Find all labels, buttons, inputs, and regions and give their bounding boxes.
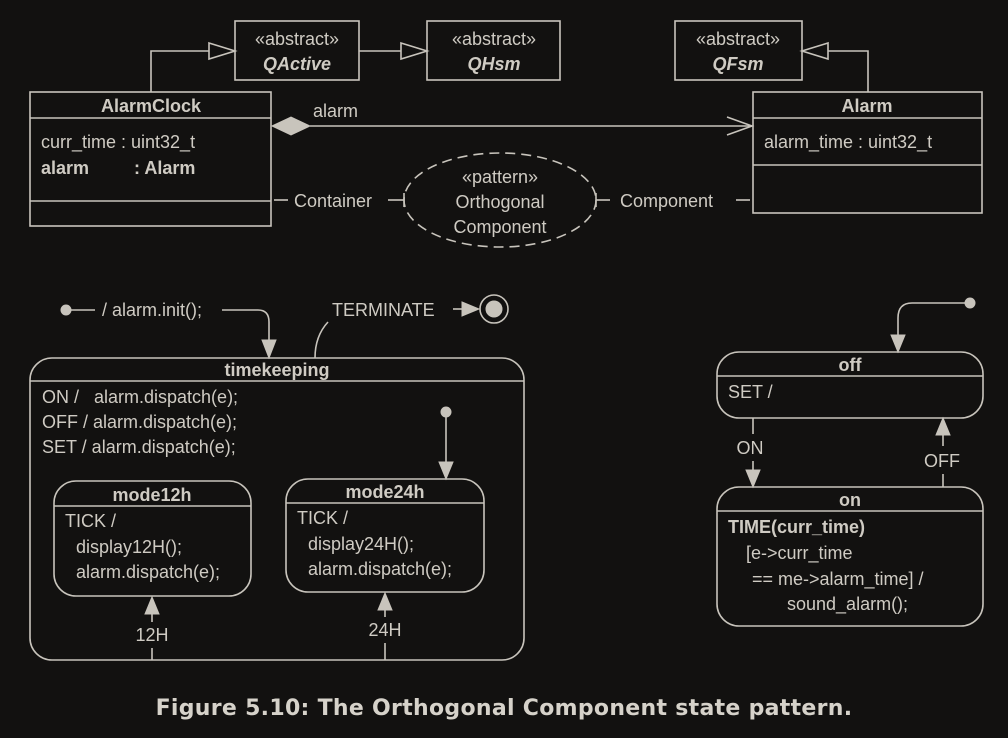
state-name: on xyxy=(839,490,861,510)
class-name: QFsm xyxy=(712,54,763,74)
stereotype-label: «abstract» xyxy=(255,29,339,49)
generalization-alarm-qfsm xyxy=(799,41,869,92)
pattern-name-line2: Component xyxy=(453,217,546,237)
internal-transition-off: OFF / alarm.dispatch(e); xyxy=(42,412,237,432)
internal-transition-on: ON / alarm.dispatch(e); xyxy=(42,387,238,407)
transition-12h: 12H xyxy=(135,595,169,660)
generalization-qactive-qhsm xyxy=(359,41,430,61)
arrowhead-icon xyxy=(144,595,160,615)
stereotype-label: «abstract» xyxy=(452,29,536,49)
initial-pseudostate-icon xyxy=(60,304,72,316)
state-activity-line: alarm.dispatch(e); xyxy=(76,562,220,582)
transition-on: ON xyxy=(737,418,764,489)
state-activity-line: TICK / xyxy=(65,511,116,531)
trigger-label-off: OFF xyxy=(924,451,960,471)
role-container-label: Container xyxy=(294,191,372,211)
state-box xyxy=(29,357,525,661)
class-box xyxy=(29,91,272,227)
association-label: alarm xyxy=(313,101,358,121)
class-name: QActive xyxy=(263,54,331,74)
state-activity-line: TICK / xyxy=(297,508,348,528)
class-alarm[interactable]: Alarm alarm_time : uint32_t xyxy=(752,91,983,214)
attribute-alarm-time: alarm_time : uint32_t xyxy=(764,132,932,153)
state-action-line: sound_alarm(); xyxy=(787,594,908,615)
arrowhead-icon xyxy=(745,469,761,489)
transition-off: OFF xyxy=(924,416,960,487)
state-name: mode24h xyxy=(345,482,424,502)
arrowhead-icon xyxy=(935,416,951,436)
state-box xyxy=(716,486,984,627)
state-name: mode12h xyxy=(112,485,191,505)
trigger-label-24h: 24H xyxy=(368,620,401,640)
composition-diamond-icon xyxy=(270,116,312,136)
state-timekeeping[interactable]: timekeeping ON / alarm.dispatch(e); OFF … xyxy=(29,357,525,661)
state-activity-line: SET / xyxy=(728,382,773,402)
state-mode12h[interactable]: mode12h TICK / display12H(); alarm.dispa… xyxy=(53,480,252,597)
initial-transition-timekeeping: / alarm.init(); xyxy=(60,300,277,360)
trigger-label-on: ON xyxy=(737,438,764,458)
class-qactive[interactable]: «abstract» QActive xyxy=(234,20,360,81)
arrowhead-icon xyxy=(461,301,481,317)
class-qhsm[interactable]: «abstract» QHsm xyxy=(426,20,561,81)
class-name: QHsm xyxy=(467,54,520,74)
figure-caption: Figure 5.10: The Orthogonal Component st… xyxy=(155,696,853,721)
final-state-outer-icon xyxy=(479,294,509,324)
pattern-stereotype: «pattern» xyxy=(462,167,538,187)
state-activity-line: alarm.dispatch(e); xyxy=(308,559,452,579)
attribute-alarm-type: : Alarm xyxy=(134,158,195,178)
state-mode24h[interactable]: mode24h TICK / display24H(); alarm.dispa… xyxy=(285,478,485,593)
composition-association: alarm xyxy=(270,101,755,136)
pattern-name-line1: Orthogonal xyxy=(455,192,544,212)
terminate-transition: TERMINATE xyxy=(314,294,509,359)
state-box xyxy=(716,351,984,419)
role-component-label: Component xyxy=(620,191,713,211)
attribute-alarm-name: alarm xyxy=(41,158,89,178)
arrowhead-icon xyxy=(890,334,906,354)
final-state-inner-icon xyxy=(485,300,503,318)
state-name: off xyxy=(839,355,863,375)
initial-action-label: / alarm.init(); xyxy=(102,300,202,320)
state-activity-line: display24H(); xyxy=(308,534,414,554)
class-alarmclock[interactable]: AlarmClock curr_time : uint32_t alarm : … xyxy=(29,91,272,227)
state-box xyxy=(53,480,252,597)
initial-pseudostate-icon xyxy=(440,406,452,418)
generalization-alarmclock-qactive xyxy=(150,41,238,92)
state-guard-line: == me->alarm_time] / xyxy=(752,569,924,590)
class-box xyxy=(752,91,983,214)
pattern-collaboration[interactable]: «pattern» Orthogonal Component xyxy=(403,152,597,248)
state-off[interactable]: off SET / xyxy=(716,351,984,419)
initial-transition-mode24h xyxy=(438,406,454,481)
arrowhead-icon xyxy=(261,339,277,360)
terminate-label: TERMINATE xyxy=(332,300,435,320)
state-guard-line: [e->curr_time xyxy=(746,543,853,564)
stereotype-label: «abstract» xyxy=(696,29,780,49)
initial-pseudostate-icon xyxy=(964,297,976,309)
class-name: Alarm xyxy=(841,96,892,116)
initial-transition-off xyxy=(890,297,976,354)
internal-transition-set: SET / alarm.dispatch(e); xyxy=(42,437,236,457)
state-name: timekeeping xyxy=(224,360,329,380)
navigation-arrow-icon xyxy=(726,116,755,136)
state-event: TIME(curr_time) xyxy=(728,517,865,537)
transition-24h: 24H xyxy=(368,591,402,660)
role-component: Component xyxy=(595,191,750,211)
class-qfsm[interactable]: «abstract» QFsm xyxy=(674,20,803,81)
arrowhead-icon xyxy=(438,461,454,481)
class-name: AlarmClock xyxy=(101,96,202,116)
trigger-label-12h: 12H xyxy=(135,625,168,645)
arrowhead-icon xyxy=(377,591,393,611)
state-activity-line: display12H(); xyxy=(76,537,182,557)
state-on[interactable]: on TIME(curr_time) [e->curr_time == me->… xyxy=(716,486,984,627)
role-container: Container xyxy=(274,191,405,211)
attribute-curr-time: curr_time : uint32_t xyxy=(41,132,195,153)
